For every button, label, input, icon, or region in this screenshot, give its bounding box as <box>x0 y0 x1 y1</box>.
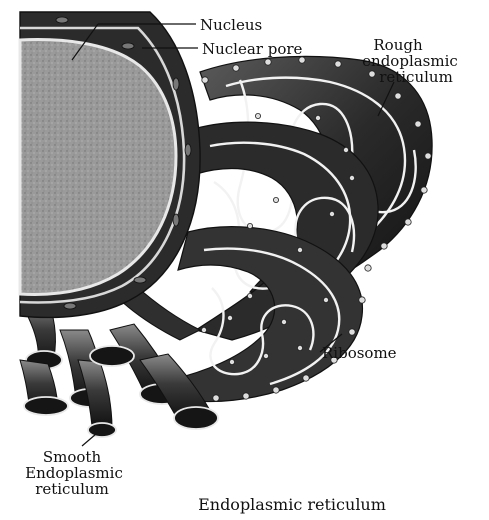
ribosome-dot <box>233 65 239 71</box>
nucleus-group <box>20 12 200 317</box>
ribosome-dot <box>395 93 401 99</box>
ribosome-dot <box>349 329 355 335</box>
nuclear-pore-label: Nuclear pore <box>202 40 303 58</box>
ribosome-label: Ribosome <box>322 344 397 362</box>
ribosome-dot <box>405 219 411 225</box>
smooth-er-tube-opening <box>174 407 218 429</box>
figure-caption: Endoplasmic reticulum <box>198 495 386 514</box>
ribosome-dot <box>243 393 249 399</box>
smooth-er-label-line-3: reticulum <box>35 480 109 498</box>
ribosome-dot <box>281 319 286 324</box>
smooth-er-tube-opening <box>88 423 116 437</box>
ribosome-dot <box>369 71 375 77</box>
ribosome-dot <box>297 247 302 252</box>
nuclear-pore <box>64 303 76 309</box>
ribosome-dot <box>263 353 268 358</box>
nucleus-label: Nucleus <box>200 16 262 34</box>
ribosome-dot <box>315 115 320 120</box>
smooth-er-tube-opening <box>90 346 134 366</box>
ribosome-dot <box>229 359 234 364</box>
smooth-er-tube-opening <box>24 397 68 415</box>
nuclear-pore <box>56 17 68 23</box>
ribosome-dot <box>425 153 431 159</box>
ribosome-dot <box>415 121 421 127</box>
smooth-er-leader <box>82 434 96 446</box>
nuclear-pore <box>122 43 134 49</box>
ribosome-dot <box>265 59 271 65</box>
nuclear-pore <box>185 144 191 156</box>
ribosome-dot <box>213 395 219 401</box>
rough-er-label-line-3: reticulum <box>379 68 453 86</box>
ribosome-dot <box>273 387 279 393</box>
ribosome-dot <box>349 175 354 180</box>
ribosome-dot <box>201 327 206 332</box>
ribosome-dot <box>303 375 309 381</box>
ribosome-dot <box>227 315 232 320</box>
ribosome-dot <box>255 113 260 118</box>
nuclear-pore <box>173 78 179 90</box>
ribosome-dot <box>247 293 252 298</box>
ribosome-dot <box>273 197 278 202</box>
ribosome-dot <box>247 223 252 228</box>
ribosome-dot <box>329 211 334 216</box>
ribosome-dot <box>297 345 302 350</box>
ribosome-dot <box>365 265 371 271</box>
ribosome-dot <box>359 297 365 303</box>
ribosome-dot <box>323 297 328 302</box>
ribosome-dot <box>202 77 208 83</box>
ribosome-dot <box>381 243 387 249</box>
ribosome-dot <box>343 147 348 152</box>
ribosome-dot <box>335 61 341 67</box>
ribosome-dot <box>421 187 427 193</box>
nuclear-pore <box>134 277 146 283</box>
nuclear-pore <box>173 214 179 226</box>
